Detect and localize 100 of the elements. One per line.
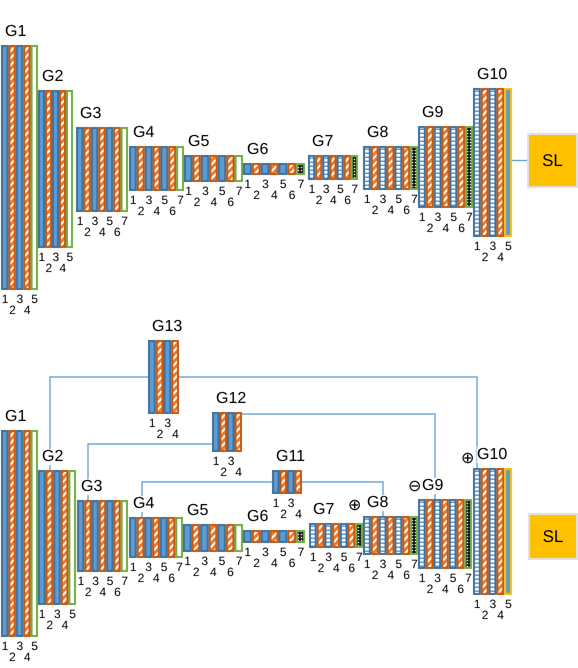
layer-number: 3 bbox=[92, 575, 99, 587]
layer-number: 2 bbox=[84, 586, 92, 598]
layer-number: 2 bbox=[156, 428, 164, 440]
layer-number: 7 bbox=[177, 194, 184, 206]
layer-number: 4 bbox=[154, 205, 160, 217]
layer-number: 4 bbox=[333, 562, 340, 574]
layer-number: 1 bbox=[2, 640, 8, 652]
layer-number: 1 bbox=[418, 211, 426, 223]
connector-line bbox=[512, 160, 527, 162]
layer-number: 7 bbox=[121, 575, 128, 587]
layer-number: 1 bbox=[76, 215, 84, 227]
layer-number: 3 bbox=[490, 240, 496, 252]
layer-number: 3 bbox=[322, 183, 330, 195]
layer-number: 4 bbox=[442, 222, 450, 234]
layer-number: 2 bbox=[138, 205, 144, 217]
layer-number: 2 bbox=[318, 562, 324, 574]
circled-plus-symbol: ⊕ bbox=[461, 451, 474, 467]
layer-number: 2 bbox=[482, 251, 488, 263]
connector-line bbox=[49, 376, 148, 470]
layer-number: 4 bbox=[210, 196, 218, 208]
layer-number: 6 bbox=[457, 583, 464, 595]
layer-number: 3 bbox=[380, 193, 386, 205]
layer-number: 7 bbox=[466, 211, 473, 223]
layer-number: 3 bbox=[380, 558, 386, 570]
layer-number: 7 bbox=[298, 178, 304, 190]
layer-number: 1 bbox=[38, 251, 46, 263]
layer-number: 3 bbox=[164, 417, 172, 429]
layer-number: 5 bbox=[280, 178, 287, 190]
layer-number: 2 bbox=[316, 194, 322, 206]
layer-number: 4 bbox=[497, 251, 504, 263]
layer-number: 7 bbox=[236, 185, 242, 197]
layer-number: 5 bbox=[218, 555, 226, 567]
layer-number: 4 bbox=[62, 619, 68, 631]
layer-number: 6 bbox=[344, 194, 351, 206]
layer-number: 2 bbox=[426, 222, 434, 234]
layer-number: 4 bbox=[24, 651, 31, 663]
layer-number: 1 bbox=[130, 194, 137, 206]
layer-number: 4 bbox=[271, 557, 278, 569]
layer-number: 6 bbox=[403, 569, 410, 581]
layer-number: 2 bbox=[253, 557, 260, 569]
block-label: G8 bbox=[367, 495, 388, 511]
layer-number: 5 bbox=[505, 240, 512, 252]
layer-number: 2 bbox=[192, 566, 200, 578]
layer-number: 7 bbox=[465, 572, 472, 584]
layer-number: 1 bbox=[185, 185, 192, 197]
layer-number: 2 bbox=[194, 196, 200, 208]
layer-number: 1 bbox=[78, 575, 84, 587]
layer-number: 3 bbox=[54, 608, 61, 620]
block-label: G3 bbox=[81, 479, 102, 495]
layer-number: 4 bbox=[24, 304, 31, 316]
layer-number: 1 bbox=[364, 193, 371, 205]
layer-number: 3 bbox=[434, 572, 441, 584]
layer-number: 5 bbox=[31, 293, 38, 305]
layer-number: 5 bbox=[280, 546, 287, 558]
layer-number: 3 bbox=[16, 293, 24, 305]
layer-number: 3 bbox=[490, 598, 496, 610]
layer-number: 6 bbox=[168, 572, 176, 584]
output-box: SL bbox=[527, 133, 578, 188]
layer-number: 2 bbox=[426, 583, 434, 595]
layer-number: 2 bbox=[138, 572, 144, 584]
layer-number: 2 bbox=[253, 189, 260, 201]
layer-number: 7 bbox=[176, 561, 183, 573]
layer-number: 1 bbox=[148, 417, 156, 429]
layer-number: 4 bbox=[99, 226, 106, 238]
layer-number: 3 bbox=[52, 251, 60, 263]
layer-number: 4 bbox=[210, 566, 217, 578]
layer-number: 7 bbox=[351, 183, 358, 195]
layer-number: 4 bbox=[442, 583, 449, 595]
layer-number: 6 bbox=[227, 566, 234, 578]
layer-number: 1 bbox=[184, 555, 191, 567]
layer-number: 1 bbox=[364, 558, 371, 570]
block-label: G2 bbox=[42, 449, 64, 465]
layer-number: 5 bbox=[395, 193, 402, 205]
layer-number: 1 bbox=[308, 183, 316, 195]
layer-number: 3 bbox=[201, 555, 208, 567]
layer-number: 6 bbox=[114, 586, 121, 598]
layer-number: 4 bbox=[153, 572, 160, 584]
layer-number: 3 bbox=[146, 194, 152, 206]
layer-number: 1 bbox=[2, 293, 8, 305]
layer-number: 1 bbox=[310, 551, 317, 563]
layer-number: 5 bbox=[69, 608, 76, 620]
layer-number: 5 bbox=[505, 598, 512, 610]
layer-number: 6 bbox=[169, 205, 176, 217]
layer-number: 2 bbox=[482, 609, 488, 621]
layer-number: 5 bbox=[395, 558, 402, 570]
layer-number: 4 bbox=[172, 428, 179, 440]
layer-number: 3 bbox=[325, 551, 332, 563]
layer-number: 3 bbox=[434, 211, 442, 223]
layer-number: 6 bbox=[227, 196, 234, 208]
layer-number: 3 bbox=[288, 497, 294, 509]
layer-number: 2 bbox=[84, 226, 91, 238]
layer-number: 6 bbox=[403, 204, 410, 216]
layer-number: 1 bbox=[272, 497, 280, 509]
layer-number: 7 bbox=[121, 215, 128, 227]
layer-number: 4 bbox=[100, 586, 106, 598]
layer-number: 1 bbox=[38, 608, 46, 620]
layer-number: 5 bbox=[161, 194, 168, 206]
block-label: G10 bbox=[477, 447, 508, 463]
layer-number: 6 bbox=[288, 557, 296, 569]
layer-number: 2 bbox=[280, 508, 287, 520]
